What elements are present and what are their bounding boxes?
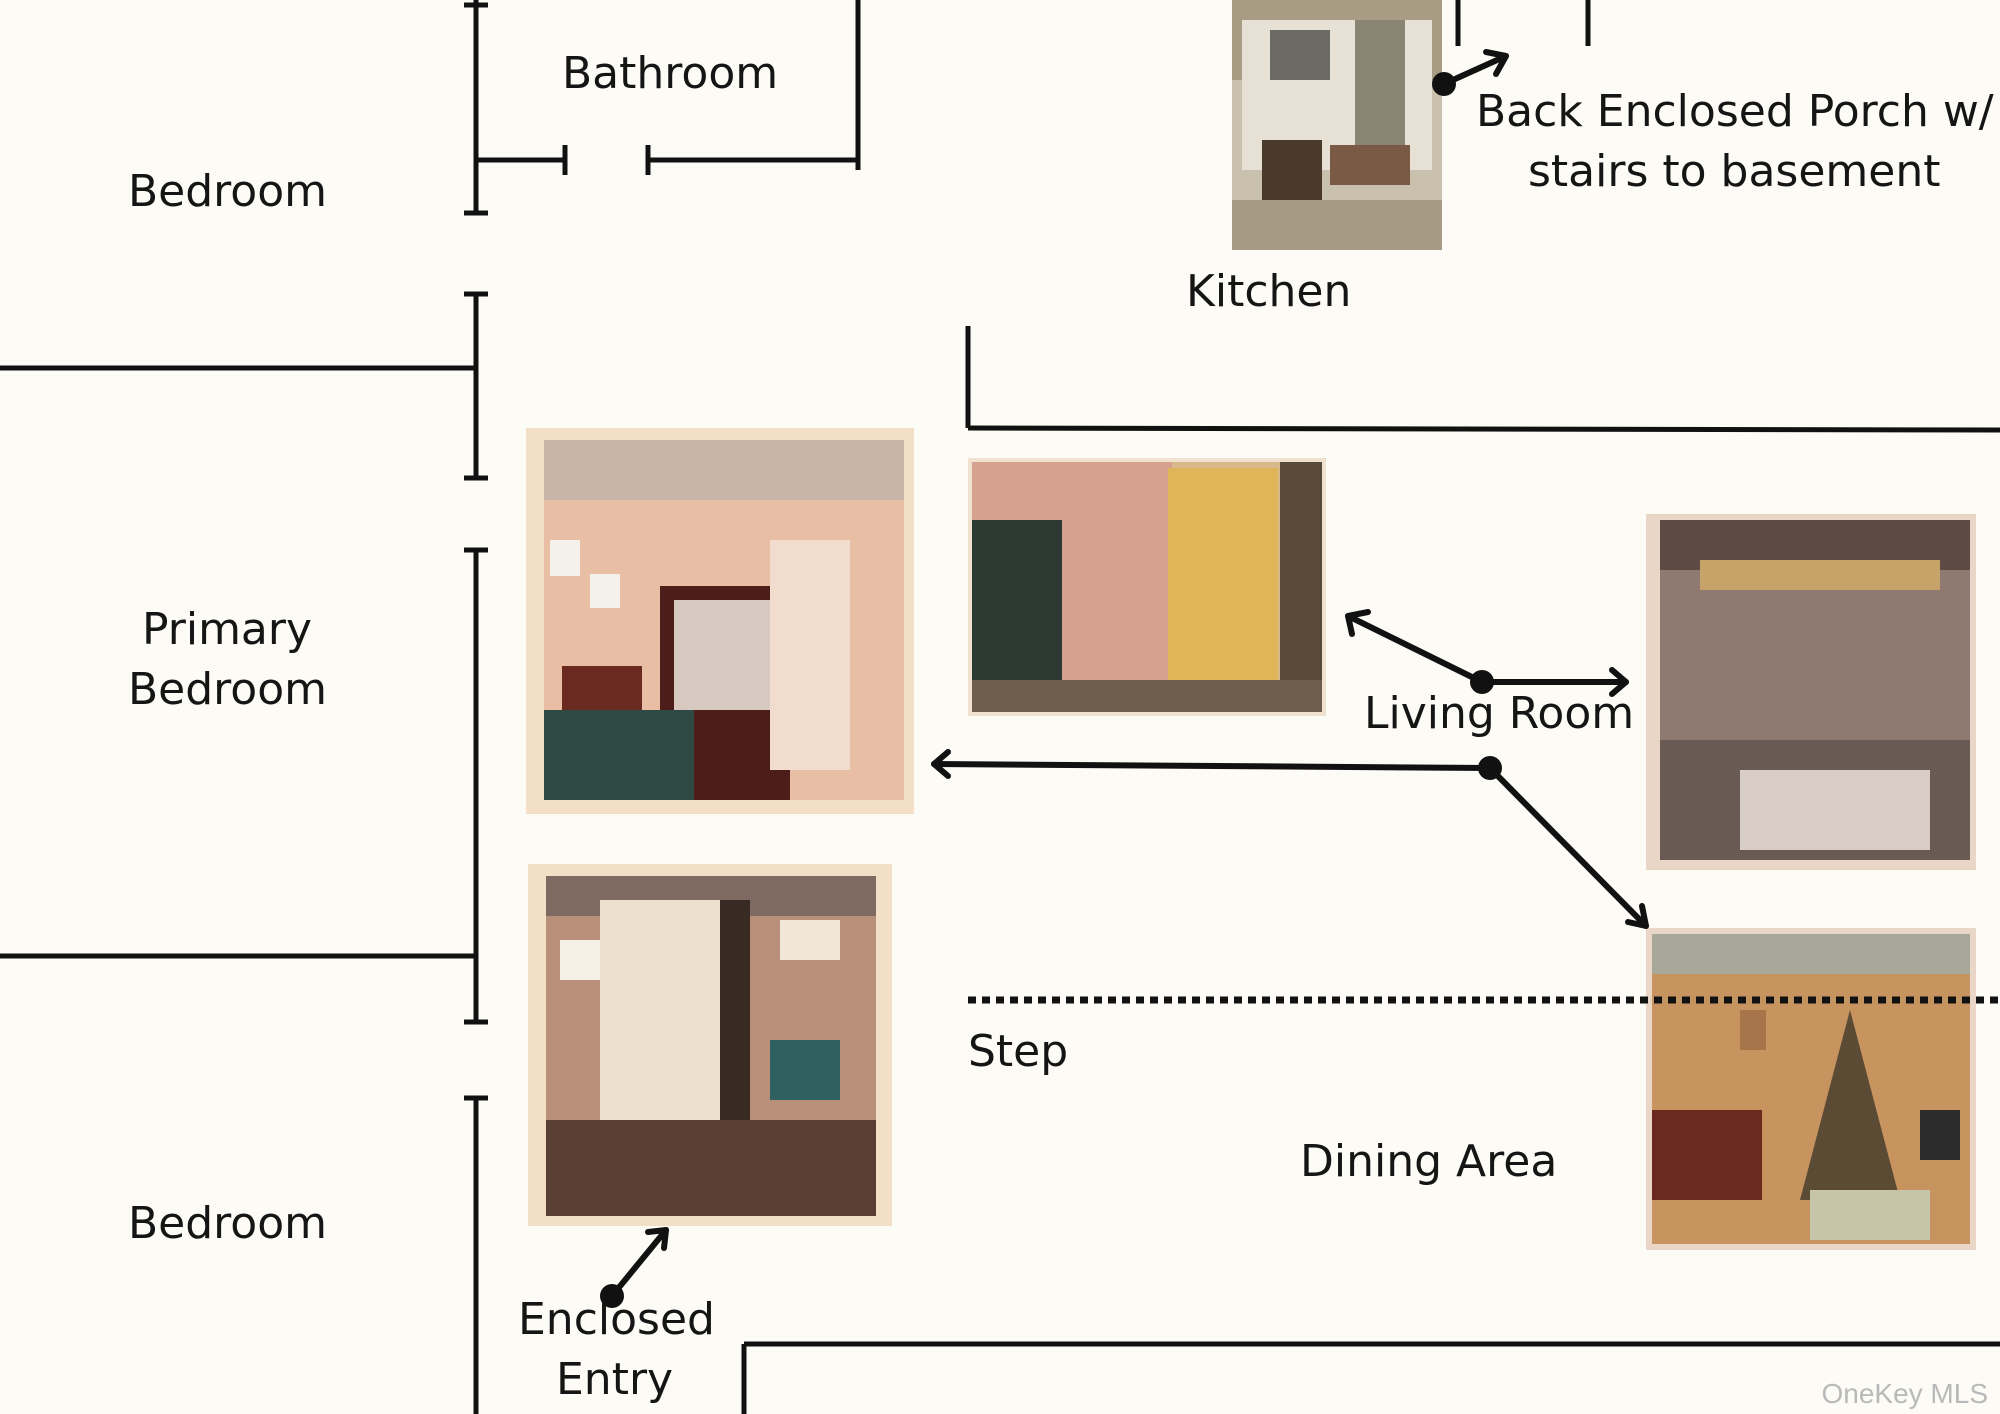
label-kitchen: Kitchen (1186, 266, 1352, 317)
label-porch-line-2: stairs to basement (1528, 146, 1941, 197)
label-enclosed-entry-line-1: Enclosed (518, 1294, 715, 1345)
label-bedroom-top: Bedroom (128, 166, 328, 217)
photo-fireplace (968, 458, 1326, 716)
arrows (609, 49, 1649, 1299)
photo-dining-area (1646, 928, 1976, 1250)
watermark: OneKey MLS (1821, 1378, 1988, 1409)
label-porch-line-1: Back Enclosed Porch w/ (1476, 86, 1994, 137)
photo-enclosed-entry (528, 864, 892, 1226)
arrow-dots (600, 72, 1502, 1308)
label-primary-bedroom-line-1: Primary (142, 604, 313, 655)
label-dining-area: Dining Area (1300, 1136, 1558, 1187)
label-bedroom-bottom: Bedroom (128, 1198, 328, 1249)
label-step: Step (968, 1026, 1069, 1077)
photo-back-porch (1232, 0, 1442, 250)
photo-primary-bedroom (526, 428, 914, 814)
photo-living-room (1646, 514, 1976, 870)
label-bathroom: Bathroom (562, 48, 779, 99)
label-enclosed-entry-line-2: Entry (556, 1354, 674, 1405)
label-primary-bedroom-line-2: Bedroom (128, 664, 328, 715)
label-living-room: Living Room (1364, 688, 1635, 739)
